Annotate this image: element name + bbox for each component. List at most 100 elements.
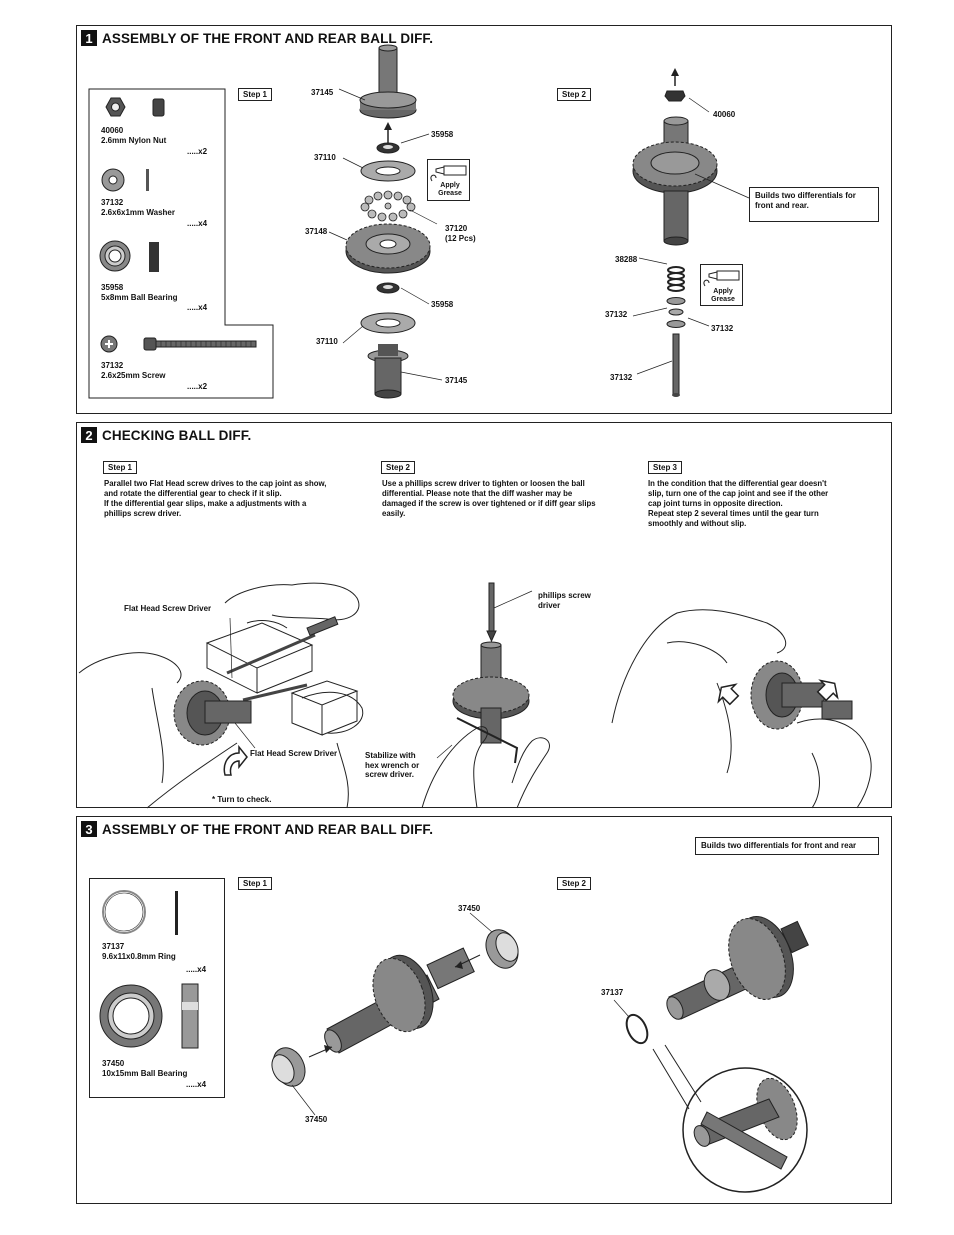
hands-rotate-cap-joint-illustration	[611, 609, 872, 809]
text-line: Stabilize with	[365, 751, 416, 760]
section-1-number: 1	[81, 30, 97, 46]
diff-assembled-view-step2	[632, 68, 750, 397]
grease-text-2: Grease	[711, 296, 735, 303]
text-line: easily.	[382, 509, 406, 518]
label-37145-top: 37145	[311, 88, 334, 97]
section-2-title: CHECKING BALL DIFF.	[102, 427, 252, 443]
text-line: phillips screw	[538, 591, 591, 600]
grease-text-2: Grease	[438, 190, 462, 197]
grease-tube-icon	[430, 165, 467, 182]
section-2-number: 2	[81, 427, 97, 443]
text-line: and rotate the differential gear to chec…	[104, 489, 282, 498]
text-line: Parallel two Flat Head screw drives to t…	[104, 479, 327, 488]
washer-icon	[101, 168, 149, 192]
section-3-title: ASSEMBLY OF THE FRONT AND REAR BALL DIFF…	[102, 821, 434, 837]
text-line: cap joint turns in opposite direction.	[648, 499, 783, 508]
grease-text-1: Apply	[440, 182, 460, 189]
diff-bearing-install-illustration	[271, 912, 519, 1116]
label-37132-right: 37132	[711, 324, 734, 333]
label-flat-head-top: Flat Head Screw Driver	[124, 604, 212, 613]
section-3-header: 3 ASSEMBLY OF THE FRONT AND REAR BALL DI…	[81, 821, 433, 837]
s3-note-box: Builds two differentials for front and r…	[695, 837, 879, 855]
part-37137-info: 37137 9.6x11x0.8mm Ring	[102, 942, 176, 961]
text-line: In the condition that the differential g…	[648, 479, 827, 488]
part-number: 37132	[101, 361, 124, 370]
grease-text-1: Apply	[713, 288, 733, 295]
part-number: 37450	[102, 1059, 125, 1068]
part-37132-washer-info: 37132 2.6x6x1mm Washer	[101, 198, 175, 217]
text-line: differential. Please note that the diff …	[382, 489, 573, 498]
s1-step2-tag: Step 2	[557, 88, 592, 101]
part-37450-info: 37450 10x15mm Ball Bearing	[102, 1059, 187, 1078]
label-37120: 37120	[445, 224, 468, 233]
section-2: 2 CHECKING BALL DIFF. Step 1 Parallel tw…	[76, 422, 892, 809]
s3-step1-tag: Step 1	[238, 877, 273, 890]
label-35958-top: 35958	[431, 130, 454, 139]
text-line: phillips screw driver.	[104, 509, 182, 518]
parts-box-outline	[88, 88, 274, 399]
screw-icon	[100, 335, 257, 353]
part-name: 10x15mm Ball Bearing	[102, 1068, 188, 1078]
label-37137: 37137	[601, 988, 624, 997]
text-line: damaged if the screw is over tightened o…	[382, 499, 596, 508]
part-number: 35958	[101, 283, 124, 292]
s1-note-box: Builds two differentials for front and r…	[749, 187, 879, 222]
text-line: smoothly and without slip.	[648, 519, 747, 528]
apply-grease-box-1: Apply Grease	[427, 159, 470, 201]
diff-exploded-view-step1	[328, 44, 443, 399]
hands-flat-head-drivers-illustration	[78, 582, 364, 809]
phillips-driver-illustration	[421, 582, 550, 809]
label-flat-head-bottom: Flat Head Screw Driver	[250, 749, 338, 758]
part-qty: .....x2	[187, 382, 208, 391]
text-line: screw driver.	[365, 770, 414, 779]
grease-tube-icon	[703, 270, 740, 287]
label-37450-bottom: 37450	[305, 1115, 328, 1124]
label-35958-bottom: 35958	[431, 300, 454, 309]
label-turn-to-check: * Turn to check.	[212, 795, 272, 804]
label-37110-top: 37110	[314, 153, 336, 162]
s3-parts-box: 37137 9.6x11x0.8mm Ring .....x4 37450 10…	[89, 878, 225, 1098]
s2-step1-tag: Step 1	[103, 461, 138, 474]
section-3: 3 ASSEMBLY OF THE FRONT AND REAR BALL DI…	[76, 816, 892, 1204]
label-phillips: phillips screw driver	[538, 591, 591, 610]
label-40060: 40060	[713, 110, 736, 119]
part-number: 37137	[102, 942, 125, 951]
section-1: 1 ASSEMBLY OF THE FRONT AND REAR BALL DI…	[76, 25, 892, 414]
part-qty: .....x4	[187, 219, 208, 228]
part-37132-screw-info: 37132 2.6x25mm Screw	[101, 361, 166, 380]
part-qty: .....x4	[186, 1080, 207, 1089]
s2-step3-tag: Step 3	[648, 461, 683, 474]
part-name: 9.6x11x0.8mm Ring	[102, 951, 176, 961]
part-name: 2.6x6x1mm Washer	[101, 207, 175, 217]
part-name: 5x8mm Ball Bearing	[101, 292, 178, 302]
ball-bearing-icon	[99, 240, 159, 272]
nylon-nut-icon	[105, 97, 165, 117]
label-37132-screw: 37132	[610, 373, 633, 382]
part-name: 2.6mm Nylon Nut	[101, 135, 167, 145]
note-line-2: front and rear.	[755, 201, 809, 210]
label-37148: 37148	[305, 227, 328, 236]
text-line: Use a phillips screw driver to tighten o…	[382, 479, 585, 488]
apply-grease-box-2: Apply Grease	[700, 264, 743, 306]
text-line: Repeat step 2 several times until the ge…	[648, 509, 819, 518]
section-1-title: ASSEMBLY OF THE FRONT AND REAR BALL DIFF…	[102, 30, 434, 46]
diff-ring-install-illustration	[613, 916, 809, 1193]
label-37450-top: 37450	[458, 904, 481, 913]
part-number: 40060	[101, 126, 124, 135]
label-stabilize: Stabilize with hex wrench or screw drive…	[365, 751, 419, 780]
part-40060-info: 40060 2.6mm Nylon Nut	[101, 126, 166, 145]
section-1-header: 1 ASSEMBLY OF THE FRONT AND REAR BALL DI…	[81, 30, 433, 46]
part-qty: .....x4	[186, 965, 207, 974]
part-35958-info: 35958 5x8mm Ball Bearing	[101, 283, 177, 302]
s2-step3-text: In the condition that the differential g…	[648, 479, 873, 529]
label-38288: 38288	[615, 255, 638, 264]
ball-bearing-large-icon	[99, 983, 199, 1049]
section-3-number: 3	[81, 821, 97, 837]
s2-step1-text: Parallel two Flat Head screw drives to t…	[104, 479, 366, 519]
note-line-1: Builds two differentials for	[755, 191, 856, 200]
text-line: driver	[538, 600, 561, 610]
s2-step2-tag: Step 2	[381, 461, 416, 474]
label-37132-left: 37132	[605, 310, 628, 319]
part-qty: .....x2	[187, 147, 208, 156]
s1-step1-tag: Step 1	[238, 88, 273, 101]
